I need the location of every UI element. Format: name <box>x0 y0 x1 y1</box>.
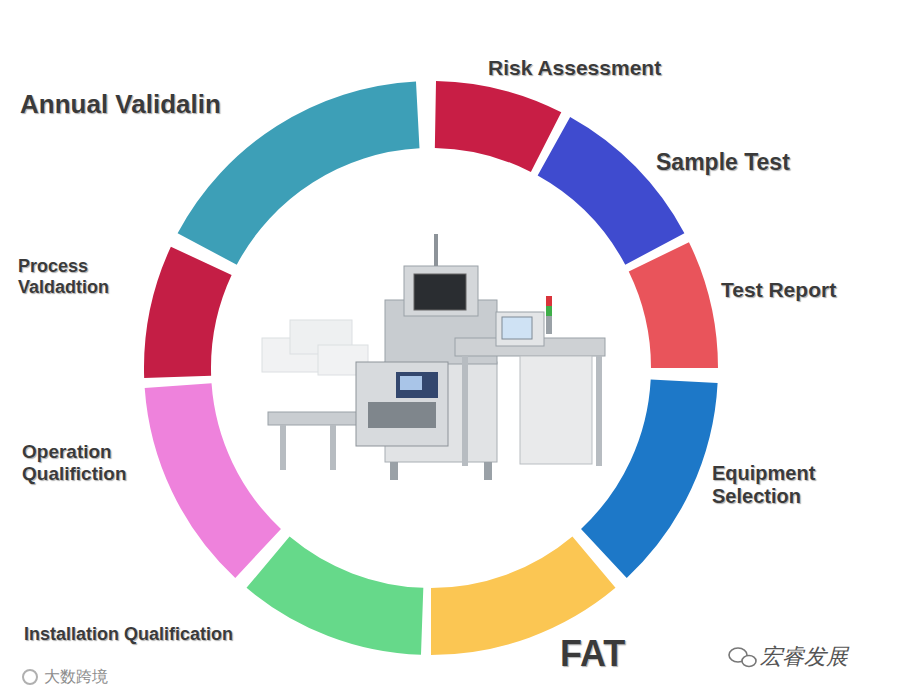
segment-shape <box>537 116 685 265</box>
wechat-icon <box>742 656 756 667</box>
stage-label: Sample Test <box>656 149 790 175</box>
monitor <box>414 274 466 310</box>
cycle-segment: FAT <box>431 536 616 655</box>
stage-label: Process Valdadtion <box>18 256 143 297</box>
cycle-segment: Annual Validalin <box>177 81 420 265</box>
watermark: 大数跨境 <box>44 667 108 688</box>
segment-shape <box>246 536 424 655</box>
cabinet-leg <box>390 462 398 480</box>
cycle-segment: Sample Test <box>537 116 685 265</box>
cabinet-leg <box>484 462 492 480</box>
segment-shape <box>144 246 232 379</box>
detector-screen <box>400 376 422 390</box>
cycle-segment: Operation Qualifiction <box>144 383 281 578</box>
stage-label: Equipment Selection <box>712 462 847 508</box>
detector-panel <box>396 372 438 398</box>
cycle-segment: Installation Qualification <box>246 536 424 655</box>
checkweigher-leg <box>596 356 602 466</box>
segment-arc <box>145 383 281 578</box>
signal-post <box>546 316 552 334</box>
stage-label: Operation Qualifiction <box>22 441 172 485</box>
aperture <box>368 402 436 428</box>
cycle-segment: Equipment Selection <box>581 379 718 578</box>
segment-shape <box>434 81 562 172</box>
segment-arc <box>144 247 232 378</box>
stage-label: Installation Qualification <box>24 624 233 645</box>
logo-mark <box>23 670 37 684</box>
stage-label: Risk Assessment <box>488 56 661 80</box>
segment-shape <box>581 379 718 578</box>
segment-shape <box>628 242 718 368</box>
metal-detector <box>356 362 448 446</box>
watermark: 宏睿发展 <box>760 642 848 672</box>
signal-light <box>546 296 552 306</box>
conveyor-leg <box>330 425 336 470</box>
xray-head <box>404 266 478 316</box>
segment-arc <box>538 117 685 265</box>
checkweigher-head <box>496 312 544 346</box>
reject-bin <box>520 356 592 464</box>
checkweigher-leg <box>462 356 468 466</box>
antenna <box>434 234 438 266</box>
cycle-segment: Risk Assessment <box>434 81 562 172</box>
cycle-segment: Test Report <box>628 242 718 368</box>
conveyor-leg <box>280 425 286 470</box>
stage-label: Annual Validalin <box>20 90 221 120</box>
cycle-segment: Process Valdadtion <box>144 246 232 379</box>
signal-light <box>546 306 552 316</box>
checkweigher-screen <box>502 317 532 339</box>
stage-label: Test Report <box>721 278 836 302</box>
segment-arc <box>247 537 424 655</box>
segment-arc <box>581 380 718 578</box>
stage-label: FAT <box>560 633 625 674</box>
segment-shape <box>144 383 281 578</box>
segment-arc <box>629 242 718 368</box>
segment-arc <box>435 81 561 172</box>
